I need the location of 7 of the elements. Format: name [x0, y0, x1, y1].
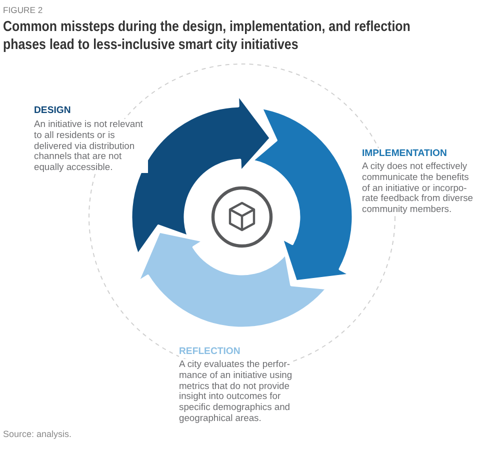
figure-title: Common missteps during the design, implementation, and reflection phases lead to less-inclusive smart city initiatives	[3, 18, 412, 54]
figure-number: FIGURE 2	[3, 5, 43, 16]
source-note: Source: analysis.	[3, 429, 72, 439]
phase-heading: IMPLEMENTATION	[362, 148, 447, 160]
phase-description: An initiative is not relevant to all residents or is delivered via distribution channels that are not equally accessible.	[34, 119, 148, 173]
phase-heading: REFLECTION	[179, 346, 240, 358]
phase-description: A city evaluates the perfor-mance of an initiative using metrics that do not provide insight into outcomes for specific demographics and geographical areas.	[179, 359, 293, 424]
